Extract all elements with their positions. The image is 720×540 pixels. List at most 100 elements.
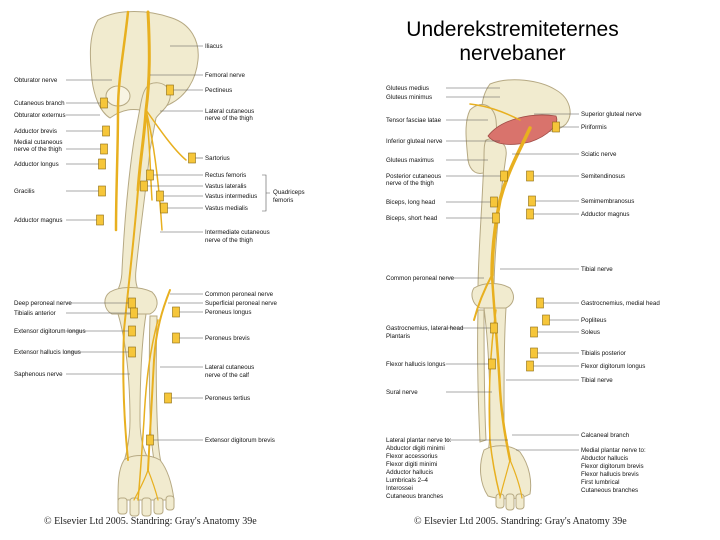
- anterior-label-left: Saphenous nerve: [14, 371, 63, 378]
- posterior-label-left: Common peroneal nerve: [386, 275, 455, 282]
- anterior-label-right: Extensor digitorum brevis: [205, 437, 275, 444]
- anterior-label-right: Lateral cutaneous: [205, 364, 254, 371]
- posterior-label-left: Abductor digiti minimi: [386, 445, 445, 452]
- posterior-label-left: Flexor accessorius: [386, 453, 438, 460]
- anterior-label-left: Obturator externus: [14, 112, 66, 119]
- posterior-label-left: Gluteus maximus: [386, 157, 434, 164]
- anterior-label-right: Lateral cutaneous: [205, 108, 254, 115]
- foot-bones: [117, 455, 175, 501]
- copyright-left: © Elsevier Ltd 2005. Standring: Gray's A…: [44, 516, 257, 527]
- anterior-label-left: Tibialis anterior: [14, 310, 56, 317]
- posterior-muscle-marker: [536, 297, 544, 309]
- posterior-label-left: Adductor hallucis: [386, 469, 433, 476]
- anterior-muscle-marker: [164, 392, 172, 404]
- anterior-label-right: Femoral nerve: [205, 72, 245, 79]
- posterior-muscle-marker: [490, 322, 498, 334]
- anterior-label-right: nerve of the thigh: [205, 115, 253, 122]
- anterior-muscle-marker: [156, 190, 164, 202]
- posterior-label-right: Medial plantar nerve to:: [581, 447, 646, 454]
- anterior-muscle-marker: [130, 307, 138, 319]
- posterior-nerves: [469, 103, 532, 499]
- posterior-label-right: Calcaneal branch: [581, 432, 630, 439]
- anterior-muscle-marker: [188, 152, 196, 164]
- posterior-label-left: Biceps, long head: [386, 199, 436, 206]
- anterior-label-right: Vastus lateralis: [205, 183, 247, 190]
- posterior-muscle-marker: [530, 326, 538, 338]
- anterior-muscle-marker: [102, 125, 110, 137]
- posterior-label-left: Cutaneous branches: [386, 493, 443, 500]
- posterior-label-right: Tibial nerve: [581, 377, 613, 384]
- posterior-label-right: Adductor magnus: [581, 211, 630, 218]
- anterior-muscle-marker: [146, 434, 154, 446]
- anterior-muscle-marker: [140, 180, 148, 192]
- posterior-label-right: First lumbrical: [581, 479, 620, 486]
- gluteal-nerve-line: [469, 103, 521, 121]
- plantar-nerve-line: [499, 459, 523, 499]
- posterior-label-left: nerve of the thigh: [386, 180, 434, 187]
- posterior-label-right: Semitendinosus: [581, 173, 625, 180]
- anterior-label-left: Obturator nerve: [14, 77, 58, 84]
- anterior-muscle-marker: [128, 325, 136, 337]
- posterior-label-left: Lumbricals 2–4: [386, 477, 429, 484]
- anterior-label-right: Iliacus: [205, 43, 223, 50]
- anterior-muscle-marker: [160, 202, 168, 214]
- posterior-label-left: Plantaris: [386, 333, 410, 340]
- title-line-1: Underekstremiteternes: [406, 18, 619, 41]
- posterior-foot: [480, 445, 532, 500]
- posterior-muscle-marker: [490, 196, 498, 208]
- posterior-label-right: Semimembranosus: [581, 198, 634, 205]
- anterior-label-right: Peroneus longus: [205, 309, 251, 316]
- posterior-label-left: Gluteus minimus: [386, 94, 432, 101]
- anterior-label-left: nerve of the thigh: [14, 146, 62, 153]
- posterior-label-right: Soleus: [581, 329, 600, 336]
- femoral-branch-3: [145, 109, 163, 231]
- anterior-label-right: Vastus medialis: [205, 205, 248, 212]
- anterior-label-right: Peroneus tertius: [205, 395, 250, 402]
- posterior-label-right: Popliteus: [581, 317, 606, 324]
- anterior-label-right: Peroneus brevis: [205, 335, 250, 342]
- posterior-label-right: Piriformis: [581, 124, 607, 131]
- anterior-muscle-marker: [100, 143, 108, 155]
- anterior-label-left: Adductor brevis: [14, 128, 57, 135]
- posterior-label-right: Cutaneous branches: [581, 487, 638, 494]
- anterior-muscle-marker: [100, 97, 108, 109]
- anterior-muscle-marker: [128, 346, 136, 358]
- tibial-nerve-line: [490, 273, 512, 462]
- copyright-right: © Elsevier Ltd 2005. Standring: Gray's A…: [414, 516, 627, 527]
- anterior-label-right: Common peroneal nerve: [205, 291, 274, 298]
- anterior-muscle-marker: [98, 185, 106, 197]
- posterior-muscle-marker: [528, 195, 536, 207]
- peroneal-nerve-line: [473, 274, 493, 321]
- posterior-label-right: Superior gluteal nerve: [581, 111, 642, 118]
- posterior-label-right: Gastrocnemius, medial head: [581, 300, 660, 307]
- posterior-label-left: Posterior cutaneous: [386, 173, 441, 180]
- anterior-muscle-marker: [146, 169, 154, 181]
- posterior-muscle-marker: [492, 212, 500, 224]
- figure-anterior-leg: [89, 11, 199, 517]
- anterior-label-left: Adductor magnus: [14, 217, 63, 224]
- quadriceps-bracket: [262, 174, 270, 212]
- posterior-label-left: Gluteus medius: [386, 85, 429, 92]
- posterior-label-left: Lateral plantar nerve to:: [386, 437, 452, 444]
- posterior-label-right: Sciatic nerve: [581, 151, 617, 158]
- posterior-muscle-marker: [526, 208, 534, 220]
- anterior-muscle-marker: [172, 332, 180, 344]
- posterior-toe-bones: [495, 493, 525, 511]
- femoral-branch-1: [145, 109, 187, 161]
- anterior-label-left: Cutaneous branch: [14, 100, 65, 107]
- anterior-label-left: Deep peroneal nerve: [14, 300, 72, 307]
- anterior-label-right: Vastus intermedius: [205, 193, 257, 200]
- anterior-muscle-marker: [128, 297, 136, 309]
- posterior-label-left: Flexor digiti minimi: [386, 461, 437, 468]
- anterior-label-right: Superficial peroneal nerve: [205, 300, 277, 307]
- toe-bones: [117, 495, 175, 517]
- posterior-label-left: Inferior gluteal nerve: [386, 138, 443, 145]
- posterior-muscle-marker: [488, 358, 496, 370]
- sciatic-nerve-line: [490, 126, 532, 277]
- anterior-label-right: Sartorius: [205, 155, 230, 162]
- anterior-label-left: Adductor longus: [14, 161, 59, 168]
- quadriceps-label: femoris: [273, 197, 293, 204]
- anterior-label-left: Extensor digitorum longus: [14, 328, 86, 335]
- posterior-muscle-marker: [530, 347, 538, 359]
